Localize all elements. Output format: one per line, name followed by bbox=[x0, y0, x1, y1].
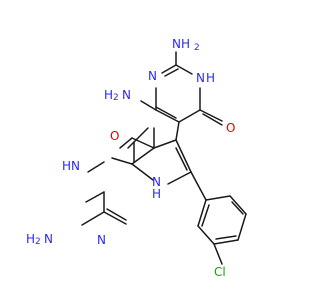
atom-label-cl: Cl bbox=[214, 265, 226, 279]
bond bbox=[167, 171, 192, 185]
bond bbox=[178, 109, 201, 123]
atom-label-n: N bbox=[122, 88, 131, 102]
bonds bbox=[81, 51, 247, 265]
bond bbox=[161, 64, 177, 74]
bond bbox=[85, 191, 105, 203]
bond bbox=[215, 235, 237, 240]
molecule-structure: NH 2 N N H H 2 N O O HN H 2 N N N H Cl bbox=[26, 37, 247, 279]
atom-label-hn: HN bbox=[62, 159, 80, 173]
bond bbox=[127, 127, 149, 149]
bond bbox=[197, 225, 215, 245]
bond bbox=[164, 68, 179, 77]
atom-label-o: O bbox=[226, 121, 235, 135]
bond bbox=[111, 157, 133, 165]
bond bbox=[213, 243, 223, 265]
bond bbox=[81, 211, 105, 226]
atom-label-o: O bbox=[110, 129, 119, 143]
atom-label-subscript: 2 bbox=[194, 43, 200, 53]
bond bbox=[199, 109, 223, 122]
bond bbox=[119, 137, 133, 149]
bond bbox=[202, 113, 223, 126]
bond bbox=[131, 163, 154, 181]
bond bbox=[155, 109, 180, 123]
bond bbox=[131, 137, 155, 149]
atom-label-n: N bbox=[152, 175, 161, 189]
bond bbox=[201, 204, 210, 227]
atom-label-n: N bbox=[196, 71, 205, 85]
bond bbox=[131, 147, 155, 165]
bond bbox=[140, 100, 157, 111]
atom-label-h: H bbox=[26, 232, 35, 246]
bond bbox=[87, 161, 105, 173]
bond bbox=[175, 147, 188, 171]
bond bbox=[205, 195, 231, 201]
bond bbox=[155, 106, 177, 119]
atom-label-n: N bbox=[97, 233, 106, 247]
bond bbox=[213, 239, 239, 245]
bond bbox=[231, 201, 244, 215]
bond bbox=[190, 171, 207, 201]
bond bbox=[175, 121, 180, 141]
atom-label-h: H bbox=[206, 71, 215, 85]
bond bbox=[237, 213, 247, 241]
atom-label-n: N bbox=[44, 232, 53, 246]
atom-label-subscript: 2 bbox=[113, 93, 119, 103]
atom-labels: NH 2 N N H H 2 N O O HN H 2 N N N H Cl bbox=[26, 37, 235, 279]
bond bbox=[229, 195, 247, 215]
bond bbox=[103, 211, 127, 225]
bond bbox=[175, 64, 193, 75]
bond bbox=[175, 139, 192, 173]
atom-label-subscript: 2 bbox=[35, 237, 41, 247]
atom-label-h: H bbox=[152, 187, 161, 201]
atom-label-h: H bbox=[104, 88, 113, 102]
bond bbox=[153, 139, 177, 149]
bond bbox=[197, 199, 207, 227]
atom-label-nh2: NH bbox=[172, 37, 190, 51]
atom-label-n: N bbox=[148, 69, 157, 83]
bond bbox=[106, 208, 127, 221]
